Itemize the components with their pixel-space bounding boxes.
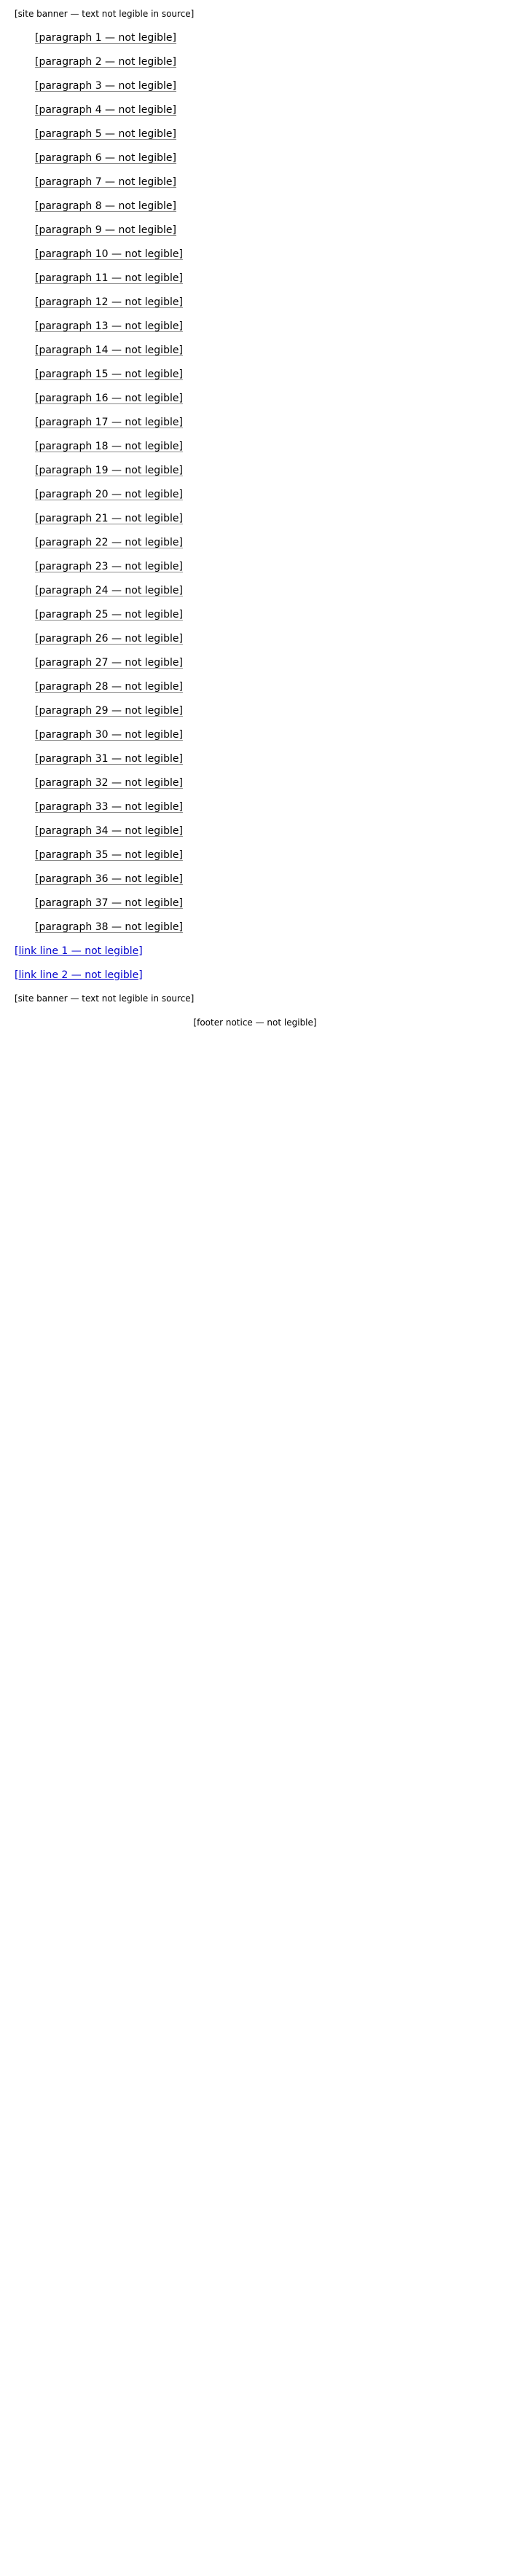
paragraph-text: [paragraph 16 — not legible] bbox=[35, 393, 183, 404]
paragraph: [paragraph 36 — not legible] bbox=[15, 872, 495, 887]
paragraph: [paragraph 11 — not legible] bbox=[15, 271, 495, 286]
paragraph: [paragraph 35 — not legible] bbox=[15, 848, 495, 863]
paragraph-text: [paragraph 10 — not legible] bbox=[35, 248, 183, 260]
paragraph-text: [paragraph 17 — not legible] bbox=[35, 417, 183, 428]
paragraph: [paragraph 25 — not legible] bbox=[15, 607, 495, 623]
paragraph-text: [paragraph 31 — not legible] bbox=[35, 753, 183, 765]
paragraph: [paragraph 5 — not legible] bbox=[15, 127, 495, 142]
paragraph-text: [paragraph 30 — not legible] bbox=[35, 729, 183, 741]
paragraph-text: [paragraph 14 — not legible] bbox=[35, 344, 183, 356]
paragraph-text: [paragraph 9 — not legible] bbox=[35, 224, 177, 236]
paragraph: [paragraph 27 — not legible] bbox=[15, 655, 495, 671]
paragraph-text: [paragraph 1 — not legible] bbox=[35, 32, 177, 44]
paragraph: [paragraph 28 — not legible] bbox=[15, 680, 495, 695]
paragraph-text: [paragraph 37 — not legible] bbox=[35, 897, 183, 909]
paragraph: [paragraph 29 — not legible] bbox=[15, 704, 495, 719]
paragraph-text: [paragraph 19 — not legible] bbox=[35, 465, 183, 476]
paragraph-text: [paragraph 7 — not legible] bbox=[35, 176, 177, 188]
paragraph: [paragraph 32 — not legible] bbox=[15, 776, 495, 791]
link-2[interactable]: [link line 2 — not legible] bbox=[15, 969, 143, 981]
paragraph-text: [paragraph 27 — not legible] bbox=[35, 657, 183, 669]
links-line-2: [link line 2 — not legible] bbox=[15, 968, 495, 983]
site-banner-bottom: [site banner — text not legible in sourc… bbox=[15, 992, 495, 1005]
paragraph-text: [paragraph 13 — not legible] bbox=[35, 320, 183, 332]
paragraph: [paragraph 9 — not legible] bbox=[15, 223, 495, 238]
paragraph: [paragraph 6 — not legible] bbox=[15, 151, 495, 166]
paragraph-text: [paragraph 20 — not legible] bbox=[35, 489, 183, 500]
paragraph: [paragraph 14 — not legible] bbox=[15, 343, 495, 358]
paragraph: [paragraph 24 — not legible] bbox=[15, 583, 495, 599]
paragraph: [paragraph 17 — not legible] bbox=[15, 415, 495, 430]
paragraph: [paragraph 33 — not legible] bbox=[15, 800, 495, 815]
paragraph-text: [paragraph 26 — not legible] bbox=[35, 633, 183, 645]
paragraph: [paragraph 3 — not legible] bbox=[15, 79, 495, 94]
paragraph-text: [paragraph 29 — not legible] bbox=[35, 705, 183, 717]
chapter-body: [paragraph 1 — not legible] [paragraph 2 … bbox=[15, 31, 495, 935]
paragraph: [paragraph 22 — not legible] bbox=[15, 535, 495, 551]
paragraph-text: [paragraph 34 — not legible] bbox=[35, 825, 183, 837]
paragraph: [paragraph 2 — not legible] bbox=[15, 55, 495, 70]
paragraph-text: [paragraph 18 — not legible] bbox=[35, 441, 183, 452]
paragraph-text: [paragraph 33 — not legible] bbox=[35, 801, 183, 813]
site-banner: [site banner — text not legible in sourc… bbox=[15, 7, 495, 20]
paragraph: [paragraph 37 — not legible] bbox=[15, 896, 495, 911]
paragraph-text: [paragraph 32 — not legible] bbox=[35, 777, 183, 789]
paragraph-text: [paragraph 5 — not legible] bbox=[35, 128, 177, 140]
banner-text: [site banner — text not legible in sourc… bbox=[15, 993, 195, 1004]
paragraph-text: [paragraph 38 — not legible] bbox=[35, 921, 183, 933]
paragraph: [paragraph 12 — not legible] bbox=[15, 295, 495, 310]
paragraph-text: [paragraph 6 — not legible] bbox=[35, 152, 177, 164]
paragraph: [paragraph 13 — not legible] bbox=[15, 319, 495, 334]
paragraph: [paragraph 26 — not legible] bbox=[15, 631, 495, 647]
paragraph-text: [paragraph 25 — not legible] bbox=[35, 609, 183, 621]
paragraph: [paragraph 4 — not legible] bbox=[15, 103, 495, 118]
paragraph-text: [paragraph 23 — not legible] bbox=[35, 561, 183, 572]
paragraph-text: [paragraph 12 — not legible] bbox=[35, 296, 183, 308]
paragraph: [paragraph 38 — not legible] bbox=[15, 920, 495, 935]
paragraph: [paragraph 16 — not legible] bbox=[15, 391, 495, 406]
banner-text: [site banner — text not legible in sourc… bbox=[15, 9, 195, 19]
paragraph: [paragraph 21 — not legible] bbox=[15, 511, 495, 527]
paragraph-text: [paragraph 24 — not legible] bbox=[35, 585, 183, 596]
paragraph-text: [paragraph 2 — not legible] bbox=[35, 56, 177, 68]
paragraph: [paragraph 34 — not legible] bbox=[15, 824, 495, 839]
paragraph-text: [paragraph 8 — not legible] bbox=[35, 200, 177, 212]
paragraph: [paragraph 7 — not legible] bbox=[15, 175, 495, 190]
paragraph-text: [paragraph 36 — not legible] bbox=[35, 873, 183, 885]
paragraph: [paragraph 19 — not legible] bbox=[15, 463, 495, 478]
paragraph: [paragraph 30 — not legible] bbox=[15, 728, 495, 743]
paragraph: [paragraph 23 — not legible] bbox=[15, 559, 495, 575]
paragraph-text: [paragraph 28 — not legible] bbox=[35, 681, 183, 693]
paragraph: [paragraph 15 — not legible] bbox=[15, 367, 495, 382]
links-line-1: [link line 1 — not legible] bbox=[15, 944, 495, 959]
paragraph: [paragraph 10 — not legible] bbox=[15, 247, 495, 262]
paragraph: [paragraph 8 — not legible] bbox=[15, 199, 495, 214]
paragraph: [paragraph 1 — not legible] bbox=[15, 31, 495, 46]
paragraph-text: [paragraph 3 — not legible] bbox=[35, 80, 177, 92]
link-1[interactable]: [link line 1 — not legible] bbox=[15, 945, 143, 957]
paragraph: [paragraph 31 — not legible] bbox=[15, 752, 495, 767]
paragraph-text: [paragraph 35 — not legible] bbox=[35, 849, 183, 861]
page: [site banner — text not legible in sourc… bbox=[0, 0, 510, 1031]
paragraph: [paragraph 20 — not legible] bbox=[15, 487, 495, 503]
paragraph-text: [paragraph 15 — not legible] bbox=[35, 369, 183, 380]
paragraph: [paragraph 18 — not legible] bbox=[15, 439, 495, 454]
paragraph-text: [paragraph 11 — not legible] bbox=[35, 272, 183, 284]
paragraph-text: [paragraph 21 — not legible] bbox=[35, 513, 183, 524]
paragraph-text: [paragraph 4 — not legible] bbox=[35, 104, 177, 116]
paragraph-text: [paragraph 22 — not legible] bbox=[35, 537, 183, 548]
footer-note: [footer notice — not legible] bbox=[193, 1017, 317, 1028]
